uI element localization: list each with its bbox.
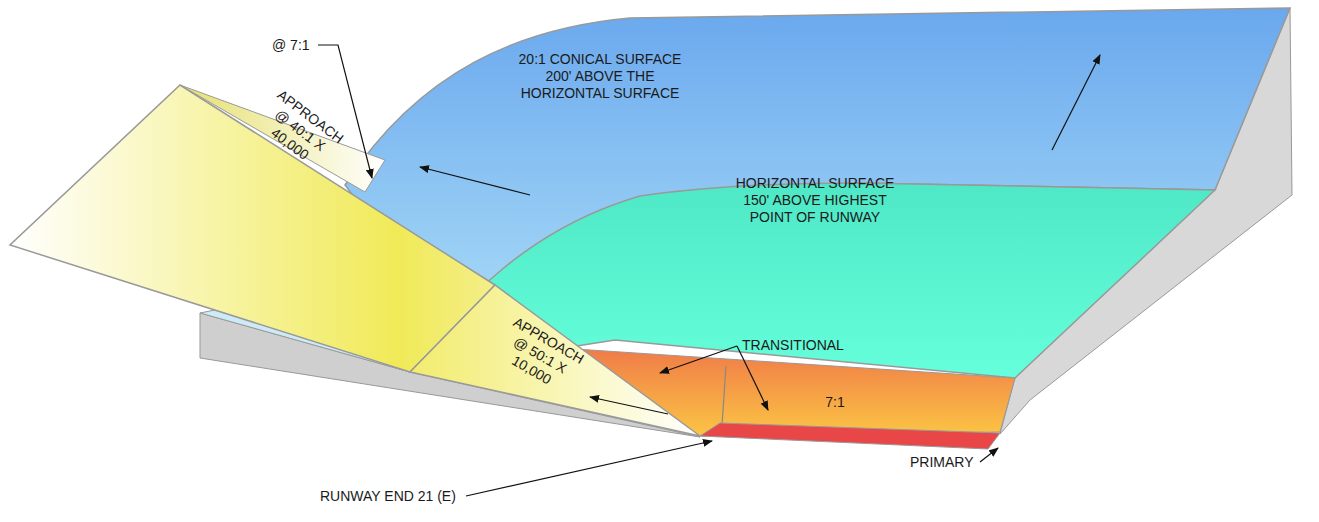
surface-text: HORIZONTAL SURFACE 150' ABOVE HIGHEST PO… (726, 175, 904, 226)
surface-text: 7:1 (815, 394, 855, 411)
runway-end-label: RUNWAY END 21 (E) (320, 488, 456, 505)
surface-label: PRIMARY (910, 454, 974, 471)
conical-surface: 20:1 CONICAL SURFACE 200' ABOVE THE HORI… (505, 51, 695, 102)
transitional-surface: 7:1 (815, 394, 855, 411)
surface-label: TRANSITIONAL (742, 337, 844, 354)
horizontal-surface: HORIZONTAL SURFACE 150' ABOVE HIGHEST PO… (726, 175, 904, 226)
slope-label: @ 7:1 (272, 37, 310, 54)
surface-text: 20:1 CONICAL SURFACE 200' ABOVE THE HORI… (505, 51, 695, 102)
